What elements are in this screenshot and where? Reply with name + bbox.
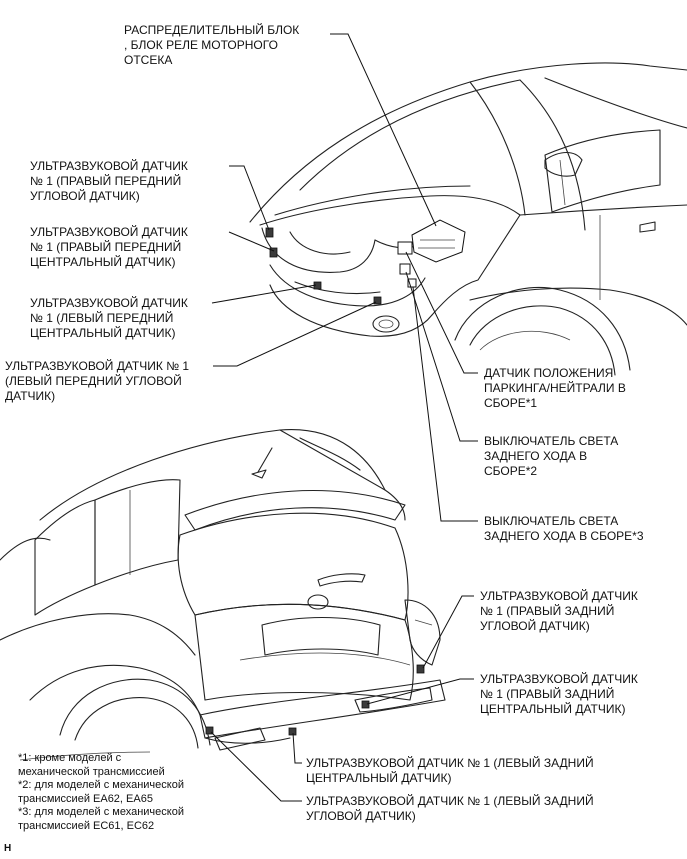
footnote-line: *1: кроме моделей с (18, 752, 122, 764)
junction-block-label: РАСПРЕДЕЛИТЕЛЬНЫЙ БЛОК , БЛОК РЕЛЕ МОТОР… (124, 23, 300, 67)
footnote-line: *3: для моделей с механической (18, 806, 184, 818)
front-right-corner-sensor-label: УЛЬТРАЗВУКОВОЙ ДАТЧИК № 1 (ПРАВЫЙ ПЕРЕДН… (30, 159, 188, 203)
front-left-corner-sensor (373, 296, 382, 305)
rear-right-corner-sensor (416, 664, 425, 674)
front-right-center-sensor-label: УЛЬТРАЗВУКОВОЙ ДАТЧИК № 1 (ПРАВЫЙ ПЕРЕДН… (30, 225, 188, 269)
rear-left-center-sensor-label: УЛЬТРАЗВУКОВОЙ ДАТЧИК № 1 (ЛЕВЫЙ ЗАДНИЙ … (306, 756, 594, 785)
junction-block-part (411, 219, 466, 263)
park-neutral-switch-part (397, 241, 413, 255)
front-right-center-sensor (269, 247, 278, 258)
leader-lines (210, 33, 478, 802)
figure-reference: H (4, 843, 12, 854)
footnote-line: трансмиссией EC61, EC62 (18, 819, 155, 832)
rear-left-center-sensor (288, 727, 297, 736)
backup-switch-3-label: ВЫКЛЮЧАТЕЛЬ СВЕТА ЗАДНЕГО ХОДА В СБОРЕ*3 (484, 514, 644, 543)
rear-car-drawing (0, 429, 446, 761)
front-car-drawing (249, 62, 687, 376)
backup-switch-2-label: ВЫКЛЮЧАТЕЛЬ СВЕТА ЗАДНЕГО ХОДА В СБОРЕ*2 (484, 434, 619, 478)
front-left-center-sensor-label: УЛЬТРАЗВУКОВОЙ ДАТЧИК № 1 (ЛЕВЫЙ ПЕРЕДНИ… (30, 296, 188, 340)
park-neutral-switch-label: ДАТЧИК ПОЛОЖЕНИЯ ПАРКИНГА/НЕЙТРАЛИ В СБО… (484, 366, 626, 410)
front-left-corner-sensor-label: УЛЬТРАЗВУКОВОЙ ДАТЧИК № 1 (ЛЕВЫЙ ПЕРЕДНИ… (5, 359, 190, 403)
backup-switch-part (399, 263, 417, 288)
footnotes: *1: кроме моделей с механической трансми… (18, 752, 184, 833)
footnote-line: трансмиссией EA62, EA65 (18, 792, 153, 805)
rear-left-corner-sensor (205, 726, 214, 735)
footnote-line: *2: для моделей с механической (18, 779, 184, 791)
footnote-line: механической трансмиссией (18, 765, 165, 778)
rear-left-corner-sensor-label: УЛЬТРАЗВУКОВОЙ ДАТЧИК № 1 (ЛЕВЫЙ ЗАДНИЙ … (306, 794, 594, 823)
rear-right-center-sensor-label: УЛЬТРАЗВУКОВОЙ ДАТЧИК № 1 (ПРАВЫЙ ЗАДНИЙ… (480, 672, 638, 716)
front-right-corner-sensor (265, 227, 274, 238)
rear-right-center-sensor (361, 700, 370, 709)
rear-right-corner-sensor-label: УЛЬТРАЗВУКОВОЙ ДАТЧИК № 1 (ПРАВЫЙ ЗАДНИЙ… (480, 589, 638, 633)
